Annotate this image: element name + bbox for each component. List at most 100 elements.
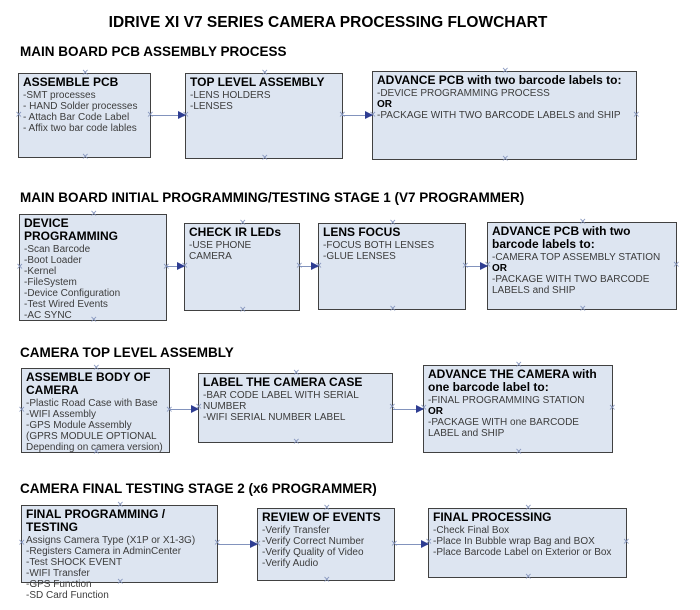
connector-anchor-icon: ×	[501, 154, 510, 164]
box-body: -Plastic Road Case with Base-WIFI Assemb…	[26, 398, 165, 453]
box-body: -Verify Transfer-Verify Correct Number-V…	[262, 525, 390, 569]
box-line: -Plastic Road Case with Base	[26, 398, 158, 409]
box-check-ir-leds: CHECK IR LEDs -USE PHONE CAMERA ××××	[181, 219, 303, 315]
flow-arrow	[466, 262, 488, 270]
box-line: -GLUE LENSES	[323, 251, 396, 262]
box-line: (GPRS MODULE OPTIONAL	[26, 431, 157, 442]
box-line: -WIFI SERIAL NUMBER LABEL	[203, 412, 346, 423]
box-title: ADVANCE PCB with two barcode labels to:	[377, 73, 622, 87]
box-label-camera-case: LABEL THE CAMERA CASE -BAR CODE LABEL WI…	[195, 369, 396, 447]
box-assemble-pcb: ASSEMBLE PCB -SMT processes- HAND Solder…	[15, 69, 154, 162]
connector-anchor-icon: ×	[16, 261, 24, 272]
box-body: Assigns Camera Type (X1P or X1-3G)-Regis…	[26, 535, 213, 601]
box-line: - HAND Solder processes	[23, 101, 138, 112]
arrowhead-icon	[416, 405, 424, 413]
connector-anchor-icon: ×	[292, 437, 301, 447]
box-line: -CAMERA TOP ASSEMBLY STATION	[492, 252, 661, 263]
box-line: -Verify Quality of Video	[262, 547, 364, 558]
box-title: REVIEW OF EVENTS	[262, 510, 381, 524]
box-line: -WIFI Transfer	[26, 568, 90, 579]
section-heading-initial-programming: MAIN BOARD INITIAL PROGRAMMING/TESTING S…	[20, 190, 525, 205]
flow-arrow	[151, 111, 186, 119]
box-line: -PACKAGE WITH TWO BARCODE LABELS and SHI…	[492, 274, 650, 296]
flow-arrow	[395, 540, 429, 548]
page-title: IDRIVE XI V7 SERIES CAMERA PROCESSING FL…	[108, 14, 548, 31]
connector-anchor-icon: ×	[15, 109, 23, 120]
box-line: Assigns Camera Type (X1P or X1-3G)	[26, 535, 196, 546]
connector-anchor-icon: ×	[165, 404, 173, 415]
box-line: -AC SYNC	[24, 310, 72, 321]
box-title: FINAL PROGRAMMING / TESTING	[26, 507, 166, 534]
arrowhead-icon	[250, 540, 258, 548]
arrowhead-icon	[365, 111, 373, 119]
flow-arrow	[342, 111, 373, 119]
arrowhead-icon	[311, 262, 319, 270]
box-title: TOP LEVEL ASSEMBLY	[190, 75, 325, 89]
connector-anchor-icon: ×	[389, 304, 397, 314]
box-line: -BAR CODE LABEL WITH SERIAL NUMBER	[203, 390, 359, 412]
box-device-programming: DEVICE PROGRAMMING -Scan Barcode-Boot Lo…	[16, 210, 170, 325]
box-body: -LENS HOLDERS-LENSES	[190, 90, 338, 112]
connector-anchor-icon: ×	[239, 305, 247, 315]
box-line: -PACKAGE WITH TWO BARCODE LABELS and SHI…	[377, 110, 621, 121]
box-line: -Place Barcode Label on Exterior or Box	[433, 547, 612, 558]
box-title: LENS FOCUS	[323, 225, 401, 239]
box-line: -Verify Correct Number	[262, 536, 365, 547]
box-line: -Check Final Box	[433, 525, 510, 536]
box-line: OR	[492, 263, 507, 274]
box-line: - Affix two bar code lables	[23, 123, 137, 134]
section-heading-pcb-assembly: MAIN BOARD PCB ASSEMBLY PROCESS	[20, 44, 287, 59]
box-line: - Attach Bar Code Label	[23, 112, 130, 123]
arrowhead-icon	[178, 111, 186, 119]
box-body: -USE PHONE CAMERA	[189, 240, 295, 262]
connector-anchor-icon: ×	[632, 109, 640, 120]
box-title: ASSEMBLE PCB	[23, 75, 119, 89]
box-line: -USE PHONE CAMERA	[189, 240, 252, 262]
box-line: -SD Card Function	[26, 590, 109, 601]
box-line: -FileSystem	[24, 277, 77, 288]
box-body: -Scan Barcode-Boot Loader-Kernel-FileSys…	[24, 244, 162, 321]
arrowhead-icon	[177, 262, 185, 270]
box-assemble-body-of-camera: ASSEMBLE BODY OF CAMERA -Plastic Road Ca…	[18, 364, 173, 457]
box-line: -WIFI Assembly	[26, 409, 97, 420]
connector-anchor-icon: ×	[18, 538, 26, 548]
box-line: -Boot Loader	[24, 255, 82, 266]
connector-anchor-icon: ×	[608, 403, 616, 413]
flow-arrow	[300, 262, 319, 270]
section-heading-camera-top-assembly: CAMERA TOP LEVEL ASSEMBLY	[20, 345, 234, 360]
box-line: -Kernel	[24, 266, 57, 277]
connector-anchor-icon: ×	[81, 152, 90, 162]
box-line: -Verify Transfer	[262, 525, 330, 536]
box-line: -GPS Module Assembly	[26, 420, 132, 431]
connector-anchor-icon: ×	[672, 260, 680, 270]
box-final-programming-testing: FINAL PROGRAMMING / TESTING Assigns Came…	[18, 501, 221, 602]
flow-arrow	[167, 262, 185, 270]
box-line: -SMT processes	[23, 90, 96, 101]
box-lens-focus: LENS FOCUS -FOCUS BOTH LENSES-GLUE LENSE…	[315, 219, 469, 314]
box-line: -Place In Bubble wrap Bag and BOX	[433, 536, 595, 547]
box-line: -LENS HOLDERS	[190, 90, 271, 101]
box-title: DEVICE PROGRAMMING	[24, 216, 118, 243]
connector-anchor-icon: ×	[524, 572, 533, 582]
box-line: Depending on camera version)	[26, 442, 163, 453]
arrowhead-icon	[480, 262, 488, 270]
connector-anchor-icon: ×	[261, 153, 269, 163]
box-line: OR	[428, 406, 443, 417]
arrowhead-icon	[191, 405, 199, 413]
box-body: -BAR CODE LABEL WITH SERIAL NUMBER-WIFI …	[203, 390, 388, 423]
box-body: -SMT processes- HAND Solder processes- A…	[23, 90, 146, 134]
connector-anchor-icon: ×	[622, 537, 630, 547]
box-line: -PACKAGE WITH one BARCODE LABEL and SHIP	[428, 417, 579, 439]
box-line: OR	[377, 99, 392, 110]
connector-anchor-icon: ×	[579, 304, 587, 314]
box-line: -DEVICE PROGRAMMING PROCESS	[377, 88, 550, 99]
section-heading-final-testing: CAMERA FINAL TESTING STAGE 2 (x6 PROGRAM…	[20, 481, 377, 496]
box-title: ADVANCE THE CAMERA with one barcode labe…	[428, 367, 597, 394]
box-line: -FOCUS BOTH LENSES	[323, 240, 435, 251]
box-top-level-assembly: TOP LEVEL ASSEMBLY -LENS HOLDERS-LENSES …	[182, 69, 346, 163]
connector-anchor-icon: ×	[18, 404, 26, 415]
flow-arrow	[170, 405, 199, 413]
connector-anchor-icon: ×	[515, 447, 523, 457]
